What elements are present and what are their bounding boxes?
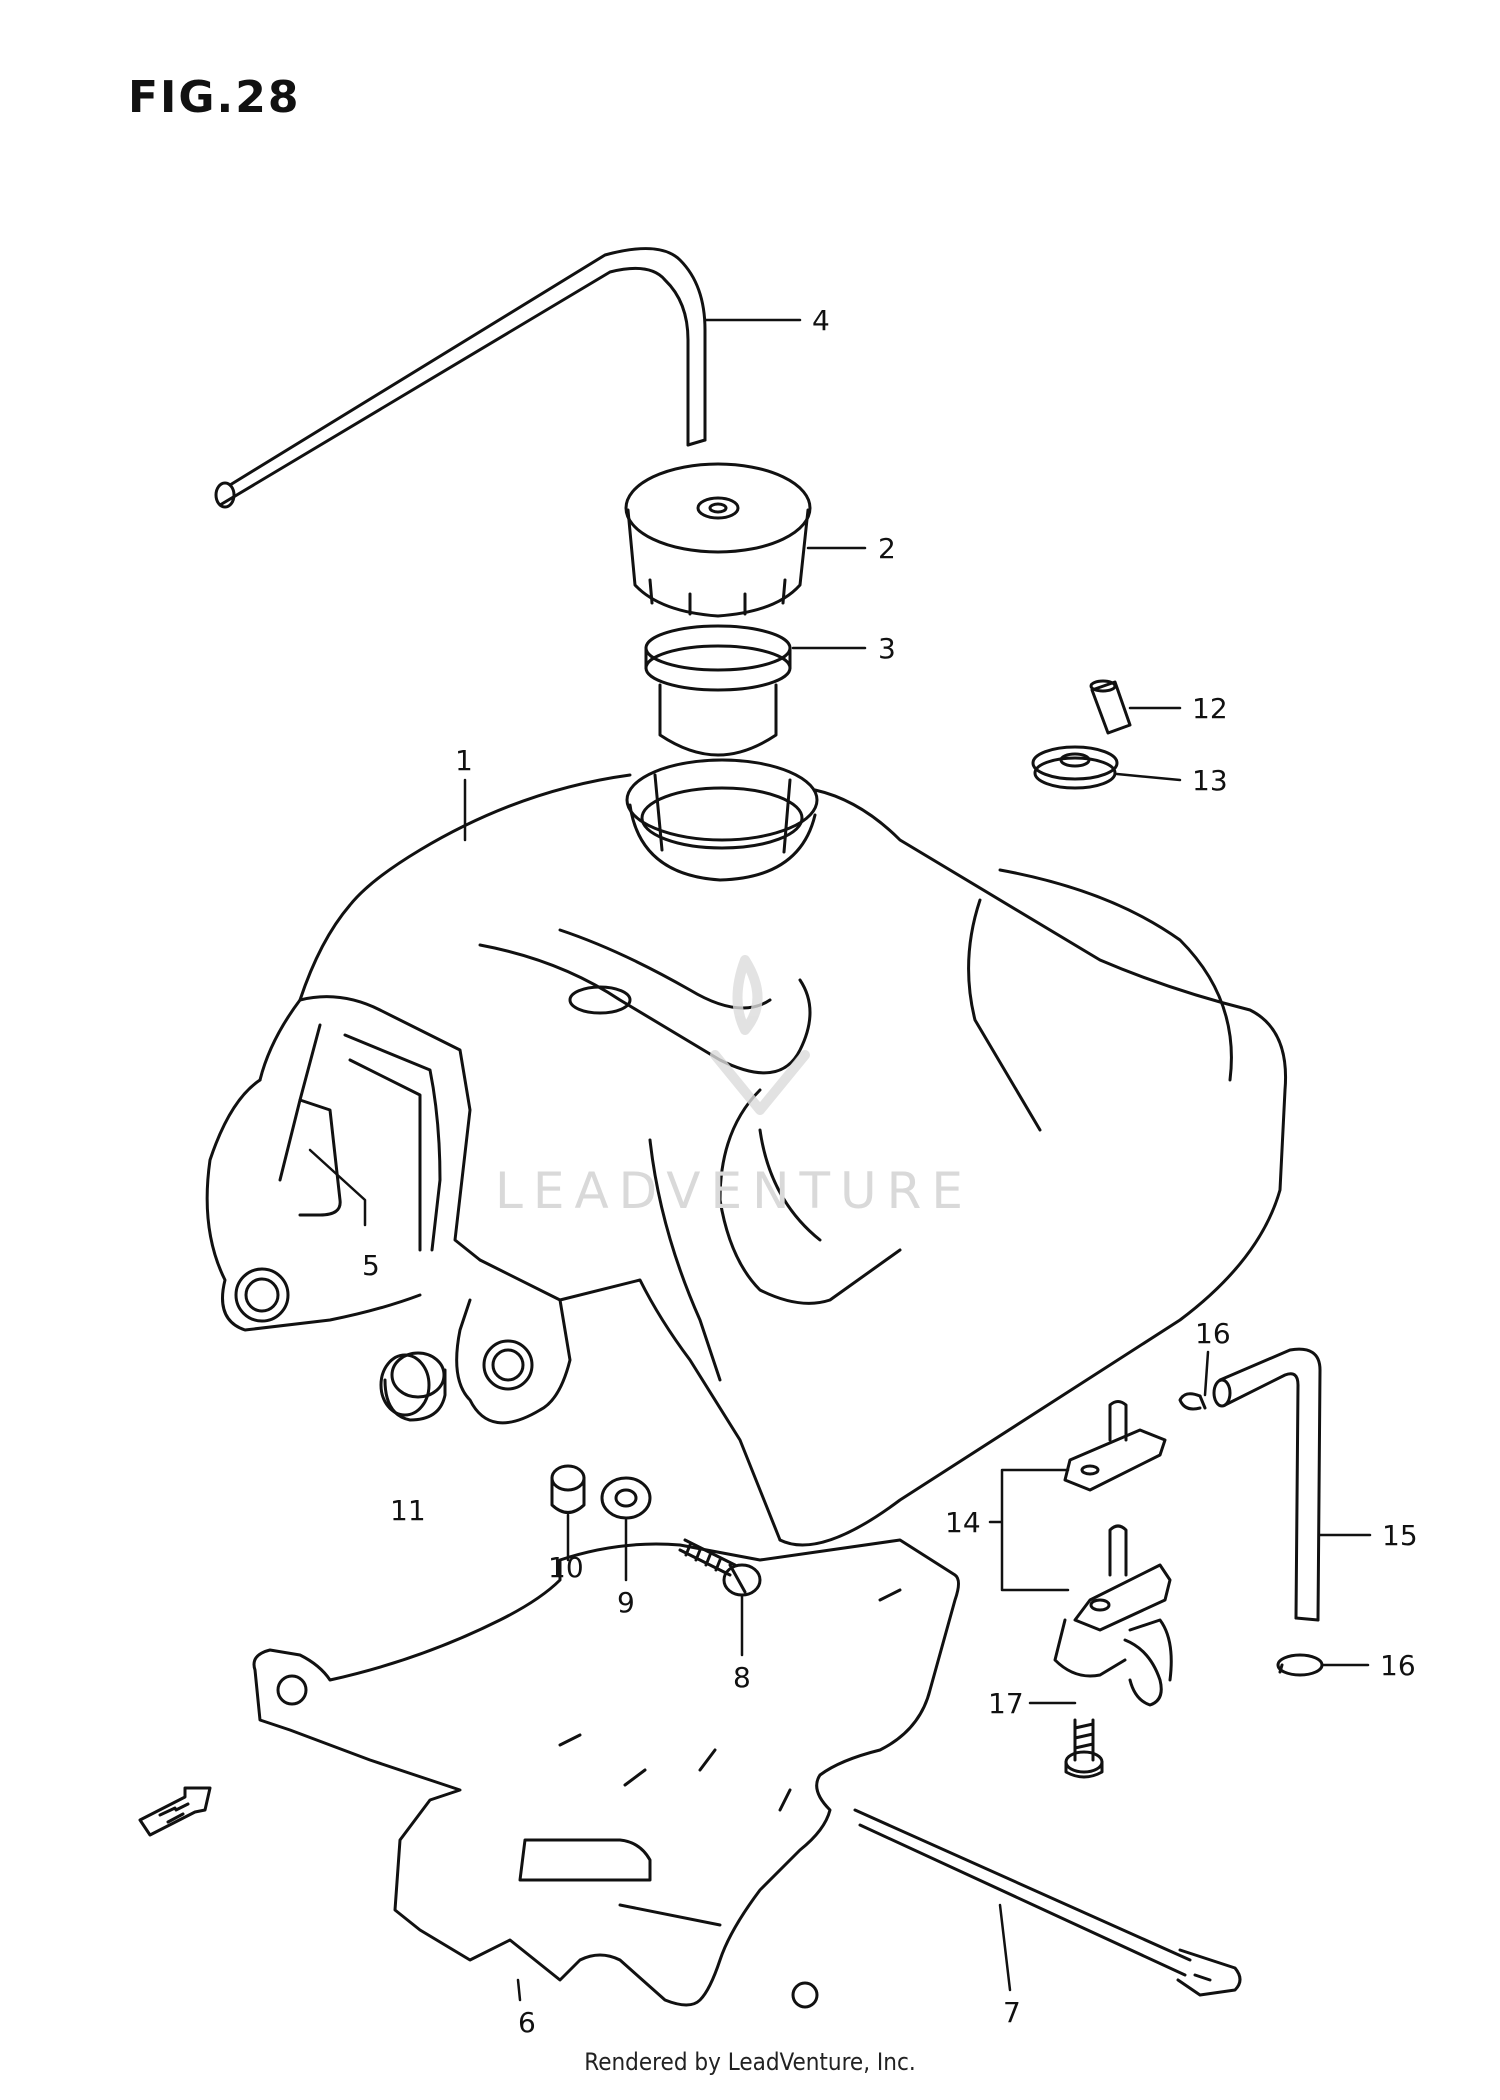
- band-7: [853, 1808, 1242, 1997]
- callout-6: 6: [518, 2006, 536, 2039]
- clip-16-upper: [1178, 1392, 1207, 1411]
- front-arrow-icon: [138, 1786, 212, 1837]
- callout-7: 7: [1003, 1996, 1021, 2029]
- callout-14: 14: [945, 1506, 981, 1539]
- callout-11: 11: [390, 1494, 426, 1527]
- callout-16b: 16: [1380, 1649, 1416, 1682]
- callout-4: 4: [812, 304, 830, 337]
- collar-10: [550, 1464, 586, 1514]
- callout-13: 13: [1192, 764, 1228, 797]
- collar-12: [1089, 679, 1132, 735]
- breather-hose: [214, 247, 707, 509]
- leader-16a: [1203, 1350, 1210, 1397]
- filler-neck: [644, 624, 792, 757]
- callout-9: 9: [617, 1586, 635, 1619]
- leader-lines: [308, 318, 1372, 2002]
- leader-14: [988, 1468, 1070, 1592]
- grommet-13: [1031, 745, 1119, 790]
- callout-numbers: 1 2 3 4 5 6 7 8 9 10 11 12 13 14 15 16 1…: [362, 304, 1418, 2039]
- callout-10: 10: [548, 1551, 584, 1584]
- callout-8: 8: [733, 1661, 751, 1694]
- leader-13: [1115, 772, 1182, 782]
- footer-credit: Rendered by LeadVenture, Inc.: [584, 2048, 916, 2076]
- fuel-valve-14: [1053, 1400, 1173, 1707]
- callout-3: 3: [878, 632, 896, 665]
- watermark-text: LEADVENTURE: [495, 1162, 973, 1220]
- screw-17: [1064, 1718, 1104, 1779]
- fuel-cap: [624, 462, 812, 618]
- leader-7: [998, 1903, 1012, 1992]
- fuel-hose-15: [1212, 1347, 1322, 1622]
- leader-5: [308, 1148, 367, 1227]
- callout-2: 2: [878, 532, 896, 565]
- washer-9: [600, 1476, 652, 1520]
- leadventure-logo-icon: [710, 955, 810, 1115]
- leader-6: [516, 1978, 522, 2002]
- fuel-tank: [205, 758, 1288, 1547]
- clip-16-lower: [1276, 1653, 1324, 1677]
- callout-5: 5: [362, 1249, 380, 1282]
- callout-1: 1: [455, 744, 473, 777]
- figure-title: FIG.28: [128, 72, 301, 123]
- grommet-11: [379, 1351, 447, 1422]
- bolt-8: [678, 1538, 762, 1597]
- tank-bracket: [252, 1538, 960, 2009]
- callout-12: 12: [1192, 692, 1228, 725]
- callout-17: 17: [988, 1687, 1024, 1720]
- callout-16a: 16: [1195, 1317, 1231, 1350]
- callout-15: 15: [1382, 1519, 1418, 1552]
